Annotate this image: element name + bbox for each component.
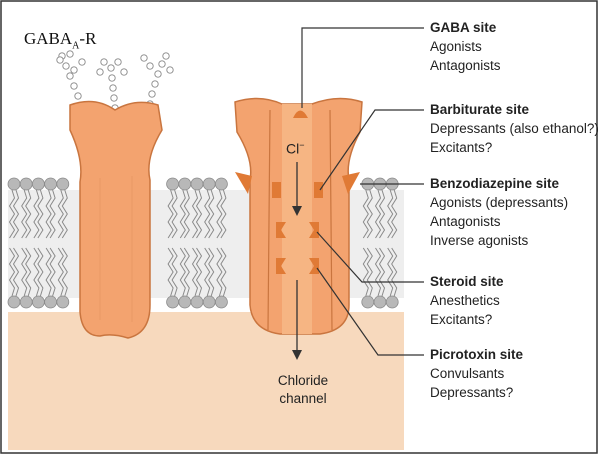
phospholipid-head [203,296,215,308]
receptor-title: GABAA-R [24,29,96,51]
phospholipid-head [215,296,227,308]
chloride-ion-label: Cl− [286,140,305,157]
phospholipid-head [20,296,32,308]
phospholipid-head [215,178,227,190]
phospholipid-head [57,178,69,190]
phospholipid-head [362,296,374,308]
phospholipid-head [45,178,57,190]
phospholipid-head [20,178,32,190]
phospholipid-head [386,296,398,308]
phospholipid-head [191,296,203,308]
benzodiazepine-site-item: Inverse agonists [430,231,528,250]
glycan-unit [141,55,147,61]
glycan-unit [108,65,114,71]
glycan-unit [155,71,161,77]
glycan-unit [75,93,81,99]
glycan-unit [63,63,69,69]
phospholipid-head [167,178,179,190]
picrotoxin-site-item: Convulsants [430,364,504,383]
phospholipid-head [32,296,44,308]
picrotoxin-site-heading: Picrotoxin site [430,345,523,364]
phospholipid-head [8,178,20,190]
gaba-site-item: Antagonists [430,56,501,75]
gaba-site-item: Agonists [430,37,482,56]
benzodiazepine-site-heading: Benzodiazepine site [430,174,559,193]
barbiturate-site-item: Excitants? [430,138,492,157]
steroid-site-heading: Steroid site [430,272,504,291]
glycan-unit [109,75,115,81]
gaba-site-heading: GABA site [430,18,496,37]
picrotoxin-site-item: Depressants? [430,383,513,402]
phospholipid-head [203,178,215,190]
glycan-unit [111,95,117,101]
glycan-unit [101,59,107,65]
phospholipid-head [191,178,203,190]
receptor-subunit-left [70,101,162,338]
glycan-unit [163,53,169,59]
glycan-unit [79,59,85,65]
benzodiazepine-site-item: Agonists (depressants) [430,193,568,212]
steroid-site-item: Anesthetics [430,291,500,310]
phospholipid-head [179,178,191,190]
glycan-unit [71,83,77,89]
glycan-unit [67,73,73,79]
phospholipid-head [167,296,179,308]
glycan-unit [152,81,158,87]
glycan-chains [57,51,173,111]
glycan-unit [115,59,121,65]
phospholipid-head [179,296,191,308]
glycan-unit [57,57,63,63]
phospholipid-head [32,178,44,190]
glycan-unit [167,67,173,73]
glycan-unit [147,63,153,69]
barbiturate-site-item: Depressants (also ethanol?) [430,119,598,138]
glycan-unit [97,69,103,75]
phospholipid-head [374,296,386,308]
phospholipid-head [57,296,69,308]
glycan-unit [121,69,127,75]
benzodiazepine-site-item: Antagonists [430,212,501,231]
phospholipid-head [8,296,20,308]
chloride-channel-label: Chloride channel [258,372,348,408]
barbiturate-site-marker [272,182,281,198]
glycan-unit [159,61,165,67]
glycan-unit [110,85,116,91]
glycan-unit [67,51,73,57]
steroid-site-item: Excitants? [430,310,492,329]
glycan-unit [149,91,155,97]
phospholipid-head [45,296,57,308]
glycan-unit [71,67,77,73]
barbiturate-site-heading: Barbiturate site [430,100,529,119]
